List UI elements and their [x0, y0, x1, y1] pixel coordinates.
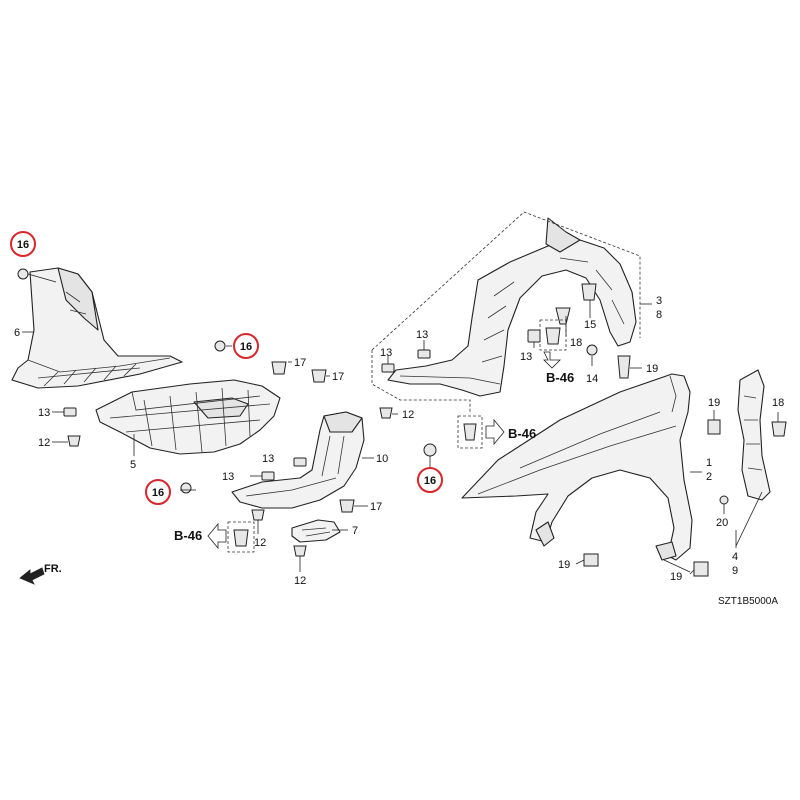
dash-box-b46-middle [457, 415, 483, 449]
ref-b46-lower: B-46 [174, 528, 202, 543]
label-17-a: 17 [294, 357, 306, 369]
clip-13-d [417, 349, 431, 359]
bolt-19-a [617, 355, 631, 379]
label-4: 4 [732, 551, 738, 563]
clip-b46-middle [463, 423, 477, 441]
leader-lines [22, 273, 779, 575]
label-18-a: 18 [570, 337, 582, 349]
callout-16-splash-left: 16 [152, 487, 164, 499]
clip-18-b [771, 421, 787, 437]
callout-ring-16-undercover [233, 333, 259, 359]
hardware-group [17, 268, 787, 577]
label-5: 5 [130, 459, 136, 471]
clip-b46-lower [233, 529, 249, 547]
label-3: 3 [656, 295, 662, 307]
label-14: 14 [586, 373, 598, 385]
ref-arrow-middle [485, 418, 505, 446]
clip-17-b [311, 369, 327, 383]
ref-b46-upper: B-46 [546, 370, 574, 385]
clip-13-a [63, 407, 77, 417]
label-19-d: 19 [670, 571, 682, 583]
label-6: 6 [14, 327, 20, 339]
label-18-b: 18 [772, 397, 784, 409]
callout-ring-16-top-left [10, 231, 36, 257]
label-13-e: 13 [380, 347, 392, 359]
label-17-c: 17 [370, 501, 382, 513]
label-13-b: 13 [222, 471, 234, 483]
label-19-a: 19 [646, 363, 658, 375]
clip-12-a [67, 435, 81, 447]
part-6-front-undercover [11, 267, 183, 389]
bolt-16-b [214, 340, 226, 352]
label-9: 9 [732, 565, 738, 577]
label-12-d: 12 [294, 575, 306, 587]
label-12-b: 12 [402, 409, 414, 421]
clip-13-c [293, 457, 307, 467]
part-3-fender-liner [387, 217, 637, 397]
label-19-c: 19 [558, 559, 570, 571]
front-direction-arrow [19, 567, 45, 585]
clip-17-a [271, 361, 287, 375]
label-19-b: 19 [708, 397, 720, 409]
bolt-19-b [707, 419, 721, 435]
diagram-code: SZT1B5000A [718, 596, 778, 607]
label-15: 15 [584, 319, 596, 331]
clip-13-e [381, 363, 395, 373]
part-1-front-fender [461, 373, 693, 561]
ref-arrow-upper [543, 351, 561, 369]
clip-17-c [339, 499, 355, 513]
clip-18-a [555, 307, 571, 325]
part-7-bracket [291, 519, 341, 543]
label-13-a: 13 [38, 407, 50, 419]
clip-12-d [293, 545, 307, 557]
clip-b46-upper [545, 327, 561, 345]
clip-14 [586, 344, 598, 356]
label-13-f: 13 [520, 351, 532, 363]
bolt-16-d [423, 443, 437, 457]
label-1: 1 [706, 457, 712, 469]
clip-16-a [17, 268, 29, 280]
bolt-19-d [693, 561, 709, 577]
callout-16-undercover: 16 [240, 341, 252, 353]
label-12-a: 12 [38, 437, 50, 449]
label-20: 20 [716, 517, 728, 529]
liner-assembly-frame [371, 211, 641, 412]
clip-12-c [251, 509, 265, 521]
ref-b46-middle: B-46 [508, 426, 536, 441]
bolt-19-c [583, 553, 599, 567]
clip-13-b [261, 471, 275, 481]
nut-20 [719, 495, 729, 505]
label-2: 2 [706, 471, 712, 483]
label-8: 8 [656, 309, 662, 321]
label-13-d: 13 [416, 329, 428, 341]
label-7: 7 [352, 525, 358, 537]
callout-16-splash-right: 16 [424, 475, 436, 487]
label-17-b: 17 [332, 371, 344, 383]
callout-ring-16-splash-left [145, 479, 171, 505]
label-10: 10 [376, 453, 388, 465]
label-12-c: 12 [254, 537, 266, 549]
ref-arrow-lower [207, 522, 227, 550]
part-4-fender-bracket [737, 369, 771, 501]
callout-ring-16-splash-right [417, 467, 443, 493]
label-13-c: 13 [262, 453, 274, 465]
part-10-splash-shield [231, 411, 365, 509]
callout-16-top-left: 16 [17, 239, 29, 251]
direction-label: FR. [44, 563, 62, 575]
clip-13-f [527, 329, 541, 343]
bolt-16-c [180, 482, 192, 494]
clip-15 [581, 283, 597, 301]
part-5-undercover [95, 379, 281, 455]
dash-box-b46-lower [227, 521, 255, 553]
clip-12-b [379, 407, 393, 419]
